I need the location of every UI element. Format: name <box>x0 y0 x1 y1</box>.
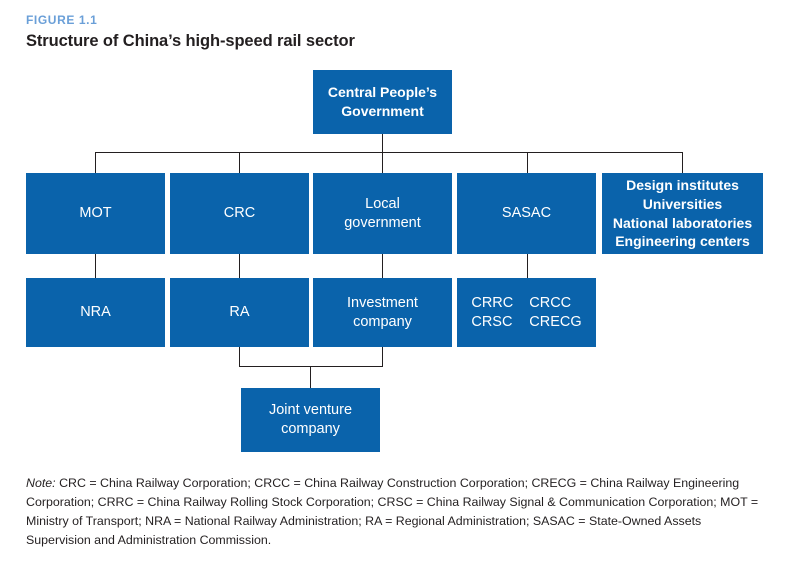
org-chart-canvas: Central People’s Government MOT CRC Loca… <box>26 70 763 452</box>
node-state-owned-enterprises[interactable]: CRRC CRCC CRSC CRECG <box>457 278 596 347</box>
connector-to-sasac <box>527 152 529 174</box>
connector-to-mot <box>95 152 97 174</box>
node-ra[interactable]: RA <box>170 278 309 347</box>
note-lead-label: Note: <box>26 476 56 490</box>
connector-crc-ra <box>239 254 241 279</box>
note-body-text: CRC = China Railway Corporation; CRCC = … <box>26 476 759 547</box>
node-sasac[interactable]: SASAC <box>457 173 596 254</box>
node-mot[interactable]: MOT <box>26 173 165 254</box>
node-joint-venture-company[interactable]: Joint venture company <box>241 388 380 452</box>
page-title: Structure of China’s high-speed rail sec… <box>26 32 355 50</box>
connector-ra-down <box>239 347 241 367</box>
node-investment-company[interactable]: Investment company <box>313 278 452 347</box>
connector-row2-busbar <box>95 152 683 154</box>
figure-label: FIGURE 1.1 <box>26 13 98 27</box>
connector-cpg-down <box>382 134 384 153</box>
figure-note: Note: CRC = China Railway Corporation; C… <box>26 474 768 549</box>
connector-to-jv <box>310 366 312 389</box>
node-soe-crrc: CRRC <box>471 294 514 311</box>
connector-to-localgov <box>382 152 384 174</box>
node-crc[interactable]: CRC <box>170 173 309 254</box>
node-central-peoples-government[interactable]: Central People’s Government <box>313 70 452 134</box>
node-nra[interactable]: NRA <box>26 278 165 347</box>
node-soe-crecg: CRECG <box>529 313 582 330</box>
connector-sasac-soe <box>527 254 529 279</box>
connector-to-crc <box>239 152 241 174</box>
node-local-government[interactable]: Local government <box>313 173 452 254</box>
connector-invco-down <box>382 347 384 367</box>
node-soe-crsc: CRSC <box>471 313 513 330</box>
node-soe-crcc: CRCC <box>529 294 572 311</box>
connector-to-research <box>682 152 684 174</box>
node-research-institutions[interactable]: Design institutes Universities National … <box>602 173 763 254</box>
connector-localgov-invco <box>382 254 384 279</box>
connector-mot-nra <box>95 254 97 279</box>
